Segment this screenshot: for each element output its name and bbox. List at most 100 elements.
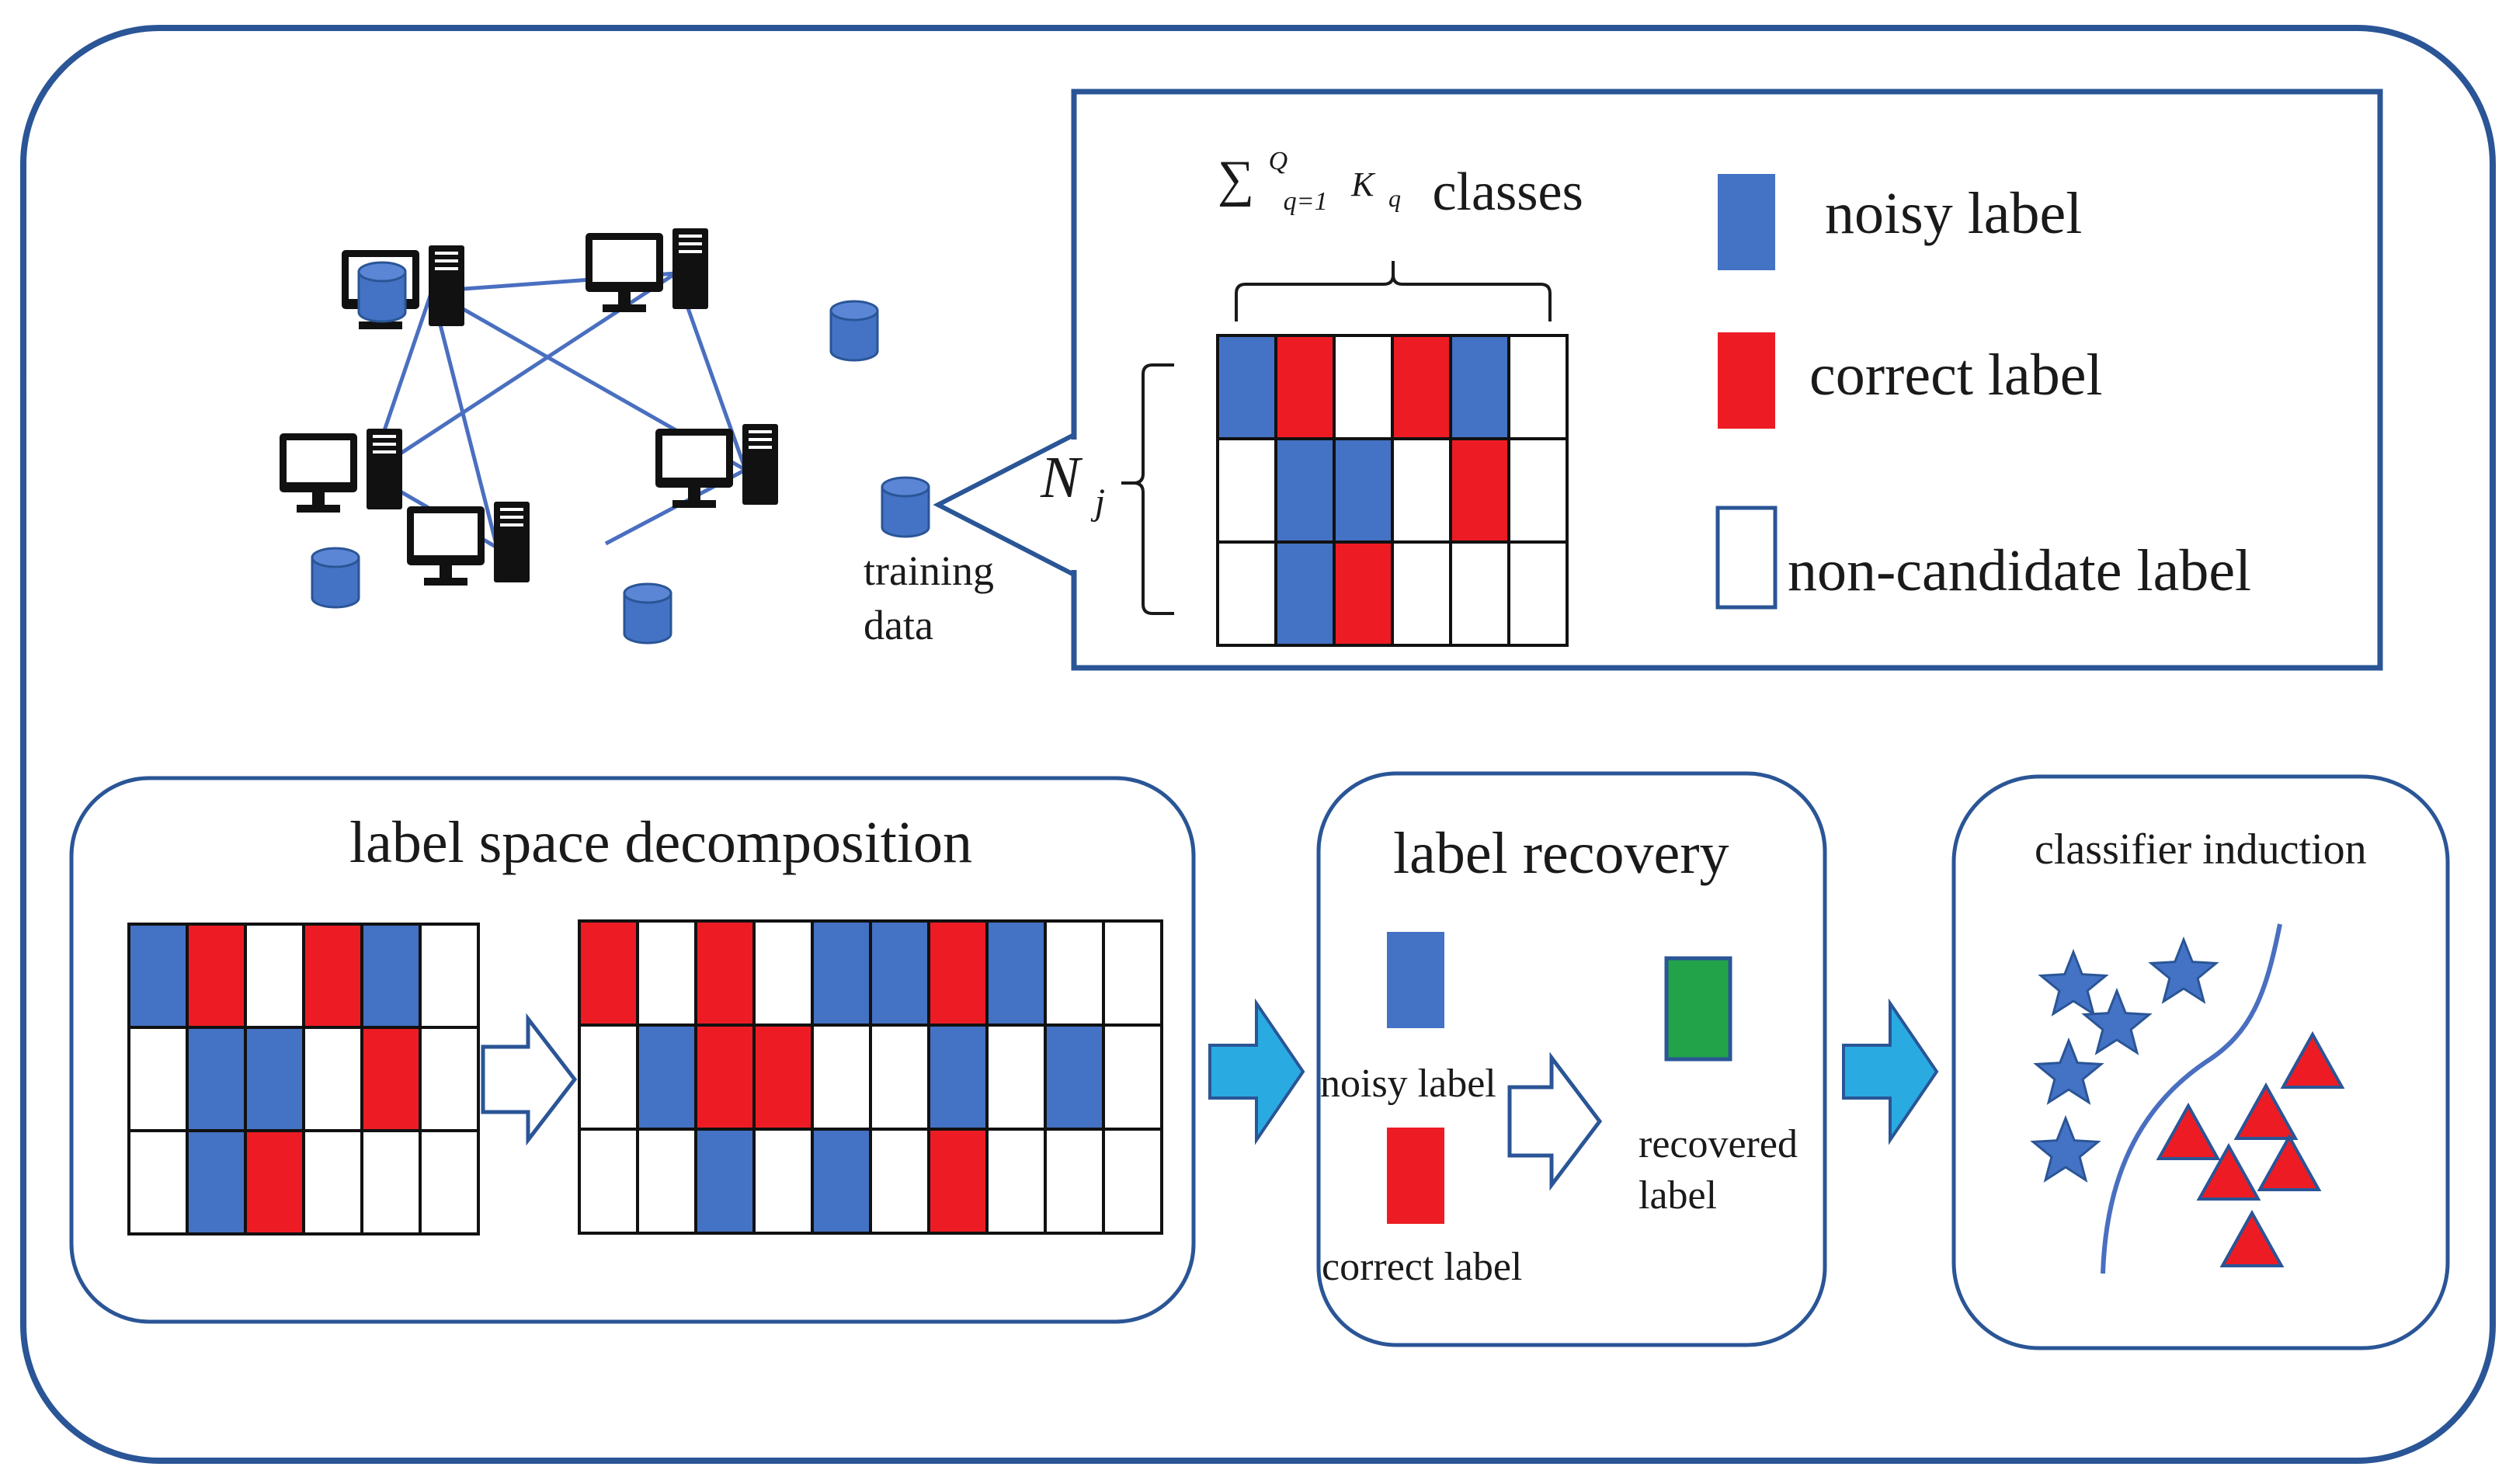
recovery-noisy-swatch	[1387, 932, 1444, 1028]
classes-formula: ∑ Q q=1 K q classes	[1218, 124, 1583, 222]
legend-correct-label: correct label	[1809, 342, 2103, 408]
decomposed-matrix	[578, 919, 1163, 1235]
matrix-cell-none	[360, 1129, 422, 1236]
recovered-label-line2: label	[1639, 1173, 1717, 1218]
tower-slot	[500, 508, 523, 511]
matrix-cell-noisy	[985, 919, 1047, 1027]
tower-slot	[500, 523, 523, 527]
matrix-cell-noisy	[127, 923, 189, 1029]
matrix-cell-noisy	[636, 1024, 697, 1131]
recovery-arrow	[1507, 1051, 1603, 1191]
matrix-cell-noisy	[186, 1129, 247, 1236]
matrix-cell-none	[1216, 437, 1277, 544]
matrix-cell-none	[1102, 919, 1163, 1027]
star-sample	[2148, 936, 2219, 1004]
sum-superscript: Q	[1269, 147, 1288, 176]
matrix-cell-none	[419, 1026, 480, 1132]
matrix-cell-noisy	[1333, 437, 1394, 544]
recovered-label-line1: recovered	[1639, 1122, 1798, 1166]
matrix-cell-correct	[578, 919, 639, 1027]
monitor-base	[672, 500, 716, 508]
star-sample	[2038, 948, 2109, 1017]
stars-layer	[2030, 936, 2219, 1183]
matrix-cell-noisy	[1274, 437, 1336, 544]
matrix-cell-correct	[1391, 334, 1452, 440]
label-matrix	[1216, 334, 1569, 647]
database-body	[829, 309, 879, 362]
matrix-cell-none	[869, 1024, 930, 1131]
matrix-cell-correct	[694, 1024, 756, 1131]
recovery-noisy-label: noisy label	[1320, 1062, 1496, 1106]
network-group: training data	[280, 228, 1076, 648]
database-body	[623, 592, 672, 645]
matrix-cell-correct	[360, 1026, 422, 1132]
tower-slot	[373, 435, 396, 438]
matrix-cell-none	[578, 1128, 639, 1235]
monitor-base	[297, 505, 340, 513]
monitor-base	[424, 578, 467, 586]
matrix-cell-none	[578, 1024, 639, 1131]
legend-noisy-label: noisy label	[1825, 181, 2082, 246]
tower-slot	[435, 259, 458, 262]
decision-boundary	[2101, 923, 2282, 1274]
classes-brace	[1235, 261, 1552, 321]
matrix-cell-noisy	[1044, 1024, 1105, 1131]
k-subscript: q	[1388, 184, 1401, 212]
database-body	[311, 556, 360, 609]
matrix-cell-correct	[302, 923, 363, 1029]
recovered-swatch	[1664, 956, 1732, 1062]
decomposition-title: label space decomposition	[349, 810, 972, 875]
monitor-base	[359, 321, 402, 329]
matrix-cell-noisy	[694, 1128, 756, 1235]
legend-swatch-non-candidate	[1715, 506, 1778, 610]
matrix-cell-none	[985, 1024, 1047, 1131]
database-icon	[623, 582, 672, 645]
callout-pointer	[933, 433, 1076, 577]
database-icon	[311, 547, 360, 609]
database-top	[881, 476, 930, 498]
nj-label: N j	[1040, 445, 1105, 523]
tower-case	[494, 502, 530, 582]
tower-slot	[435, 252, 458, 255]
database-icon	[881, 476, 930, 538]
matrix-cell-none	[1044, 919, 1105, 1027]
matrix-cell-none	[1507, 437, 1569, 544]
matrix-cell-none	[1044, 1128, 1105, 1235]
monitor-screen	[593, 240, 656, 282]
induction-panel	[1951, 774, 2450, 1350]
matrix-cell-none	[419, 923, 480, 1029]
nj-symbol: N	[1040, 445, 1083, 510]
matrix-cell-none	[302, 1129, 363, 1236]
tower-slot	[749, 438, 772, 441]
matrix-cell-noisy	[869, 919, 930, 1027]
computer-icon	[407, 502, 530, 586]
flow-arrow-2	[1842, 998, 1939, 1145]
triangle-sample	[2196, 1142, 2261, 1201]
matrix-cell-correct	[1274, 334, 1336, 440]
tower-slot	[373, 450, 396, 454]
database-icon	[357, 261, 407, 323]
matrix-cell-none	[1333, 334, 1394, 440]
network-link	[429, 290, 499, 548]
legend-non-candidate-label: non-candidate label	[1788, 538, 2251, 603]
recovery-correct-swatch	[1387, 1128, 1444, 1224]
triangles-layer	[2156, 1030, 2345, 1267]
matrix-cell-correct	[752, 1024, 814, 1131]
matrix-cell-correct	[244, 1129, 305, 1236]
database-body	[881, 485, 930, 538]
legend-swatch-noisy	[1718, 174, 1775, 270]
matrix-cell-noisy	[360, 923, 422, 1029]
matrix-cell-none	[302, 1026, 363, 1132]
matrix-cell-none	[419, 1129, 480, 1236]
monitor-base	[603, 304, 646, 312]
recovery-correct-label: correct label	[1322, 1245, 1522, 1289]
monitor-screen	[414, 513, 478, 555]
matrix-cell-none	[127, 1129, 189, 1236]
tower-slot	[500, 516, 523, 519]
star-sample	[2030, 1114, 2101, 1183]
matrix-cell-correct	[1333, 540, 1394, 647]
monitor-neck	[312, 492, 325, 505]
matrix-cell-none	[244, 923, 305, 1029]
tower-slot	[679, 242, 702, 245]
